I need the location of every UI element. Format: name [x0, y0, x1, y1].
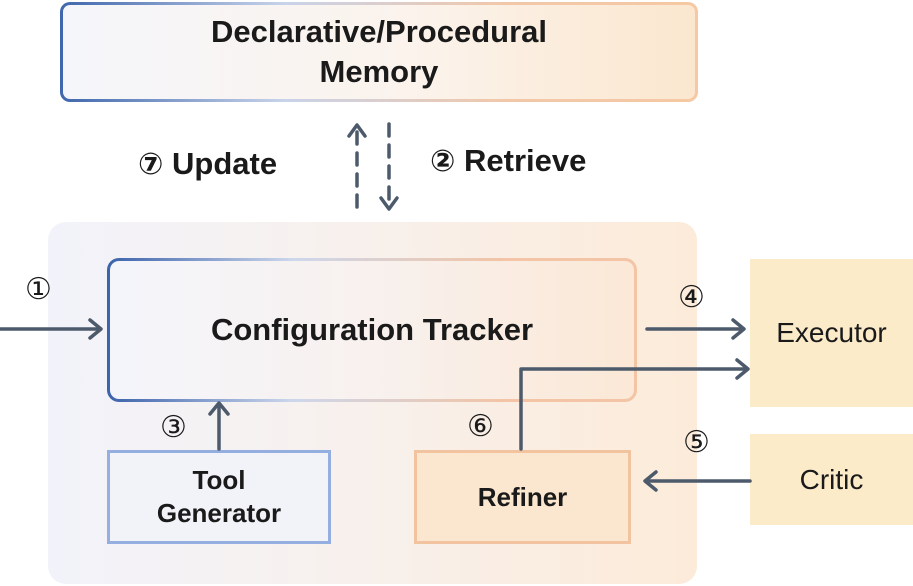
memory-title-line2: Memory	[319, 54, 439, 89]
step-4-number: ④	[678, 280, 705, 315]
critic-label: Critic	[799, 463, 864, 495]
tool-generator-line2: Generator	[156, 498, 282, 528]
memory-box: Declarative/Procedural Memory	[60, 2, 698, 102]
memory-title-line1: Declarative/Procedural	[210, 14, 547, 49]
tool-generator-line1: Tool	[192, 465, 246, 495]
update-text: Update	[172, 146, 278, 181]
refiner-label: Refiner	[477, 481, 568, 512]
step-1-number: ①	[25, 272, 52, 307]
critic-arrow-head	[643, 470, 658, 492]
retrieve-label: ② Retrieve	[430, 143, 586, 179]
update-label: ⑦ Update	[138, 146, 277, 182]
step-3-number: ③	[160, 410, 187, 445]
input-arrow-head	[88, 318, 103, 340]
refiner-arrow-head	[735, 358, 750, 380]
update-step-number: ⑦	[138, 147, 164, 182]
retrieve-step-number: ②	[430, 144, 456, 179]
tool-arrow-head	[208, 401, 230, 416]
executor-label: Executor	[776, 317, 887, 348]
executor-box: Executor	[750, 259, 913, 407]
refiner-box: Refiner	[414, 450, 631, 544]
configuration-tracker-label: Configuration Tracker	[210, 312, 534, 347]
retrieve-arrow-head	[379, 196, 399, 211]
step-6-number: ⑥	[467, 409, 494, 444]
tool-generator-box: Tool Generator	[107, 450, 331, 544]
critic-box: Critic	[750, 434, 913, 525]
step-5-number: ⑤	[683, 425, 710, 460]
update-arrow-head	[347, 123, 367, 138]
retrieve-text: Retrieve	[464, 143, 587, 178]
executor-arrow-head	[731, 318, 746, 340]
refiner-arrow-line	[519, 367, 749, 451]
configuration-tracker-box: Configuration Tracker	[107, 258, 637, 402]
